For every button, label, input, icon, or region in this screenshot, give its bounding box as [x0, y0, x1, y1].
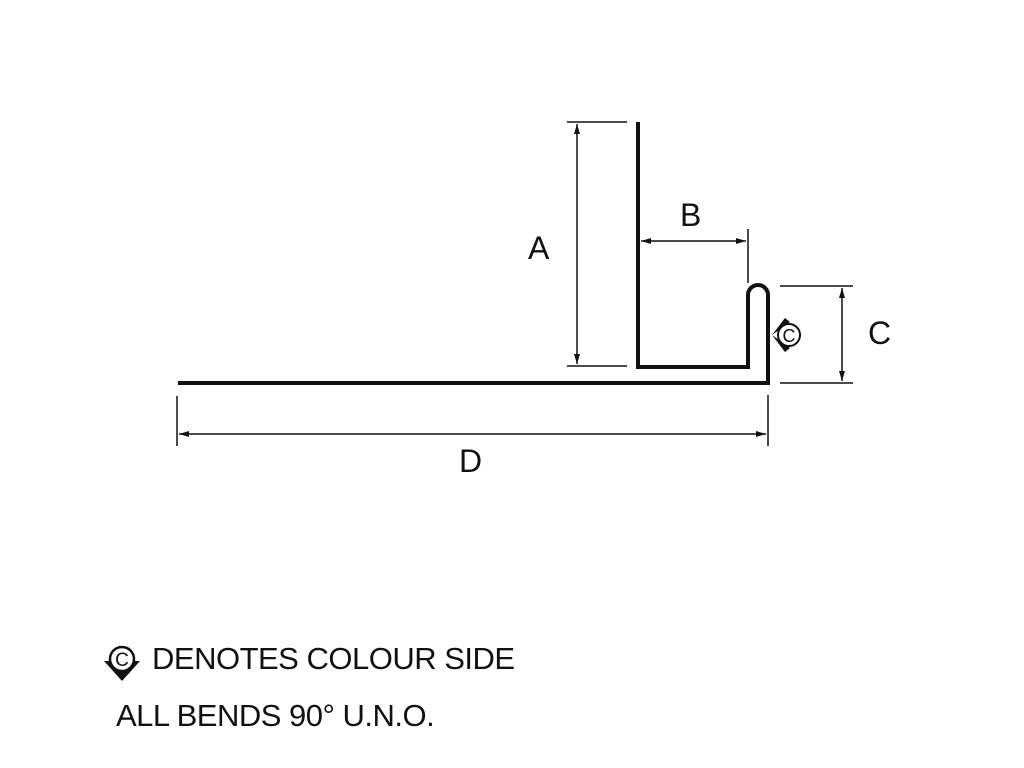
dimension-b — [641, 229, 749, 283]
colour-side-icon: C — [772, 318, 801, 352]
note-colour-side: DENOTES COLOUR SIDE — [152, 641, 515, 676]
profile-outline — [178, 122, 770, 385]
dimension-a — [567, 121, 627, 367]
dimension-label-b: B — [680, 197, 701, 233]
svg-text:C: C — [783, 326, 796, 346]
svg-text:C: C — [115, 650, 129, 671]
dimension-label-c: C — [868, 315, 891, 351]
dimension-d — [176, 395, 769, 446]
legend-colour-side-icon: C — [104, 645, 140, 681]
dimension-c — [780, 285, 853, 384]
note-bends: ALL BENDS 90° U.N.O. — [116, 698, 435, 733]
dimension-label-d: D — [459, 443, 482, 479]
dimension-label-a: A — [528, 230, 550, 266]
